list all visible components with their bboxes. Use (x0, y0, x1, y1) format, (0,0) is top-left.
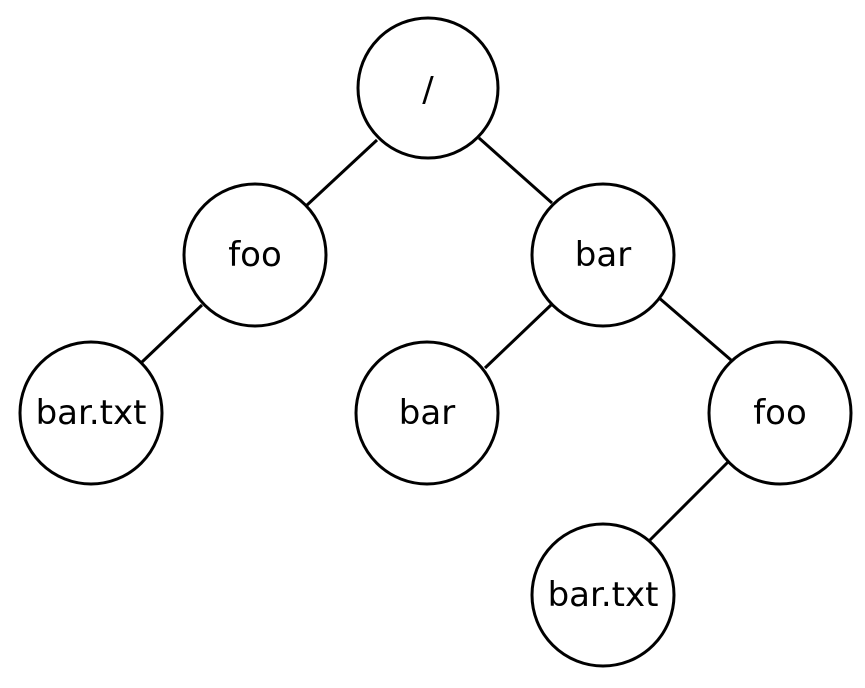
node-label: / (422, 70, 434, 110)
tree-node-bar-foo-bar-txt: bar.txt (530, 522, 676, 668)
tree-node-bar-foo: foo (707, 340, 853, 486)
node-circle (182, 182, 328, 328)
node-circle (530, 182, 676, 328)
edge-foo-to-bar-txt (140, 303, 204, 364)
node-label: bar.txt (548, 575, 659, 615)
node-circle (354, 340, 500, 486)
edge-bar-to-bar (483, 303, 553, 370)
tree-node-foo-bar-txt: bar.txt (18, 340, 164, 486)
tree-node-bar-bar: bar (354, 340, 500, 486)
edge-root-to-foo (304, 138, 379, 208)
node-circle (530, 522, 676, 668)
edge-bar-to-foo (657, 295, 732, 362)
node-label: foo (228, 235, 282, 275)
tree-node-foo: foo (182, 182, 328, 328)
tree-edges (140, 136, 732, 542)
node-label: bar (399, 393, 455, 433)
node-circle (18, 340, 164, 486)
edge-foo-to-bar-txt-deep (648, 460, 730, 542)
node-label: bar.txt (36, 393, 147, 433)
node-circle (707, 340, 853, 486)
tree-node-root: / (356, 16, 500, 160)
edge-root-to-bar (478, 136, 553, 205)
node-label: bar (575, 235, 631, 275)
node-label: foo (753, 393, 807, 433)
node-circle (356, 16, 500, 160)
tree-node-bar: bar (530, 182, 676, 328)
